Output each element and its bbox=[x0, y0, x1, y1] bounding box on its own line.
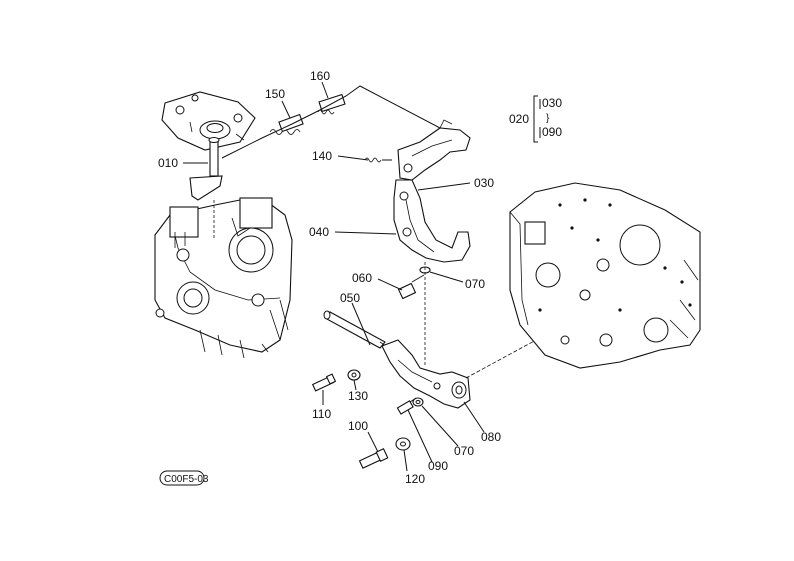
label-140: 140 bbox=[312, 149, 332, 163]
label-160: 160 bbox=[310, 69, 330, 83]
drawing-code-stamp: C00F5-03 bbox=[159, 470, 209, 486]
label-010: 010 bbox=[158, 156, 178, 170]
part-070-nut-upper bbox=[419, 262, 431, 365]
assembly-legend: 020 030 } 090 bbox=[509, 95, 562, 143]
leader-spring-assembly bbox=[221, 85, 441, 159]
label-030: 030 bbox=[474, 176, 494, 190]
part-110-bolt bbox=[311, 373, 337, 392]
label-090-legend: 090 bbox=[542, 125, 562, 139]
part-080-lever-arm bbox=[381, 339, 471, 409]
label-130: 130 bbox=[348, 389, 368, 403]
label-080: 080 bbox=[481, 430, 501, 444]
part-100-bolt bbox=[358, 448, 389, 469]
cover-plate bbox=[161, 91, 256, 151]
label-120: 120 bbox=[405, 472, 425, 486]
drawing-code: C00F5-03 bbox=[164, 474, 209, 485]
label-020: 020 bbox=[509, 112, 529, 126]
part-130-washer bbox=[347, 369, 361, 381]
part-050-shaft bbox=[323, 310, 391, 353]
label-060: 060 bbox=[352, 271, 372, 285]
label-100: 100 bbox=[348, 419, 368, 433]
label-150: 150 bbox=[265, 87, 285, 101]
part-060-bolt bbox=[397, 274, 425, 300]
part-030-fork-lever bbox=[397, 119, 471, 181]
label-040: 040 bbox=[309, 225, 329, 239]
label-110: 110 bbox=[312, 407, 331, 421]
part-010-lever-shaft bbox=[189, 137, 223, 238]
engine-block-right bbox=[509, 182, 701, 369]
label-070-upper: 070 bbox=[465, 277, 485, 291]
leader-lines bbox=[183, 81, 485, 472]
label-050: 050 bbox=[340, 291, 360, 305]
part-070-washer-lower bbox=[412, 397, 424, 407]
label-030-legend: 030 bbox=[542, 96, 562, 110]
label-090: 090 bbox=[428, 459, 448, 473]
legend-tilde: } bbox=[546, 113, 550, 124]
part-120-washer bbox=[395, 437, 411, 451]
gear-case-housing bbox=[154, 197, 293, 359]
part-140-spring bbox=[364, 157, 392, 163]
part-090-bolt-lower bbox=[396, 397, 417, 415]
part-040-fork-lever bbox=[393, 179, 471, 263]
label-070-lower: 070 bbox=[454, 444, 474, 458]
